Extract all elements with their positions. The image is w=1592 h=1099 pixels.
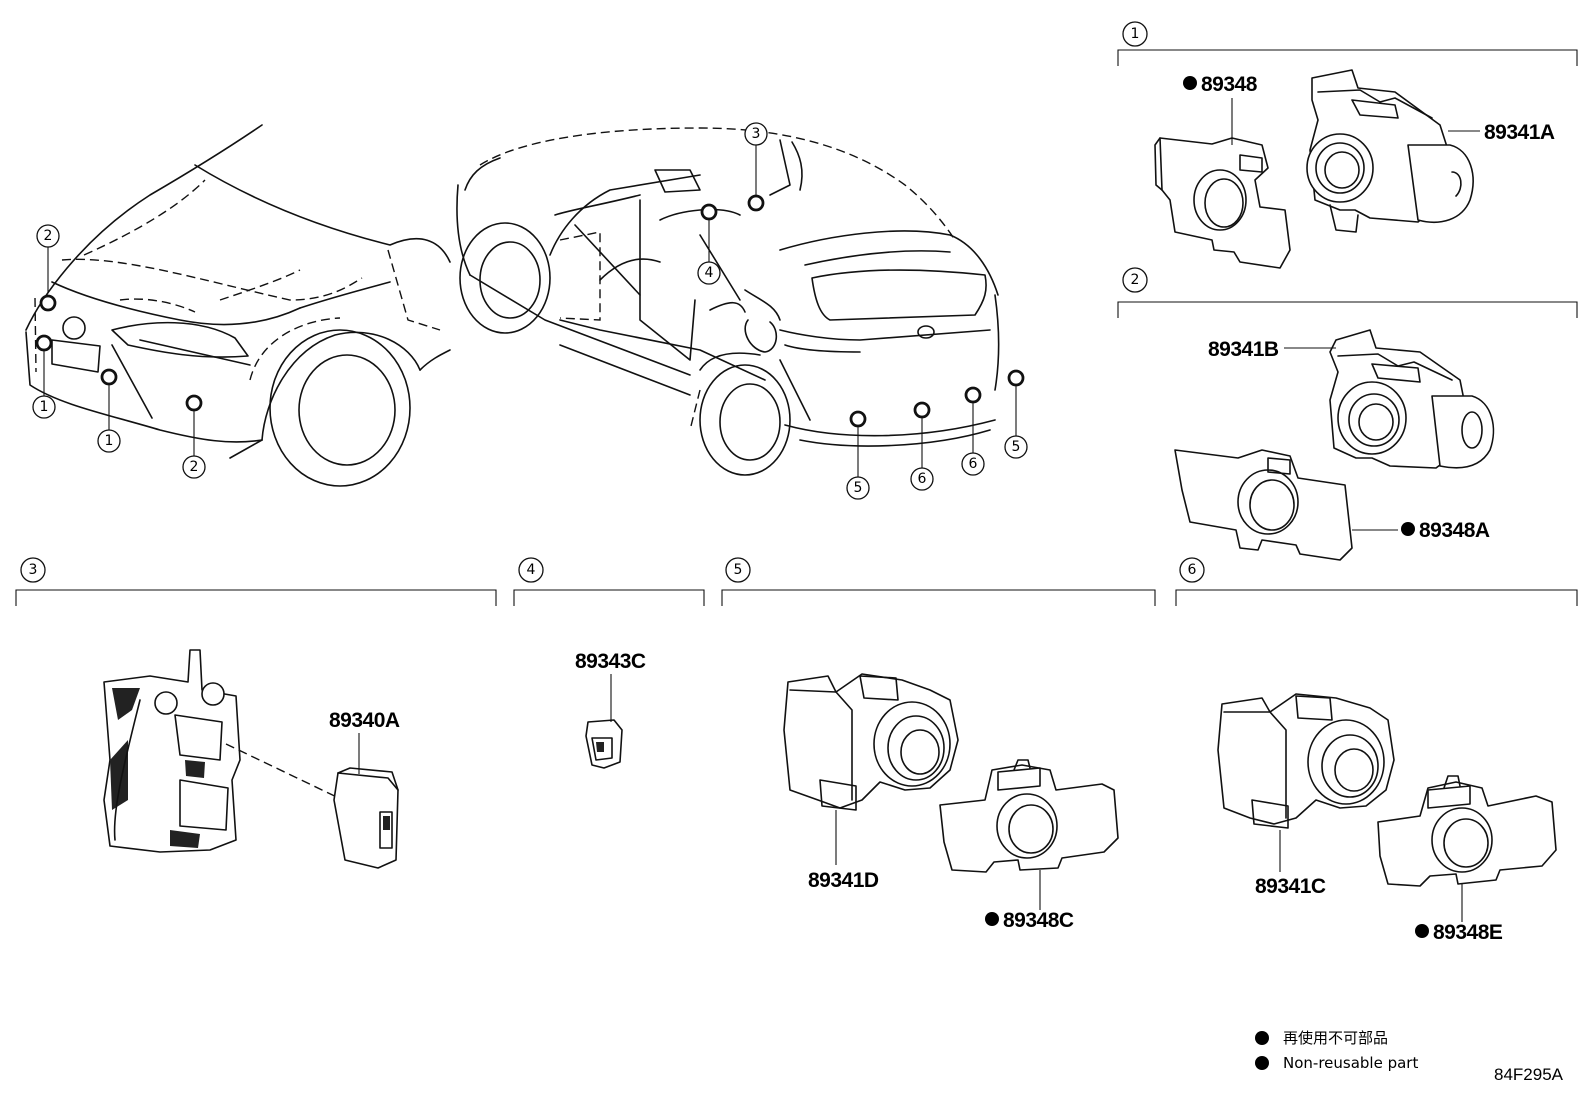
callout-number: 5 [1012,439,1021,455]
sensor-89341C-drawing [1217,693,1395,829]
part-number: 89343C [575,650,646,673]
legend-text-cn: 再使用不可部品 [1283,1029,1388,1047]
sensor-marker [39,294,57,312]
sensor-89341D-drawing [783,673,959,811]
front-sensor-callouts: 2 1 1 2 [32,224,206,479]
section-number: 4 [527,562,536,578]
sensor-89341B-drawing [1329,329,1495,469]
legend-dot [1255,1031,1269,1045]
bracket-89348-drawing [1154,137,1291,269]
part-number: 89341A [1484,121,1555,144]
callout-circle [36,224,60,248]
part-number: 89341B [1208,338,1279,361]
figure-code: 84F295A [1494,1065,1564,1084]
callout-circle [1004,435,1028,459]
part-number: 89341D [808,869,879,892]
sensor-marker [1007,369,1025,387]
section-1: 1 89348 89341A [1117,21,1578,269]
section-number: 2 [1131,272,1140,288]
callout-circle [697,261,721,285]
callout-number: 1 [40,399,49,415]
callout-circle [182,455,206,479]
sensor-marker [185,394,203,412]
section-2: 2 89341B 89348A [1117,267,1578,561]
callout-circle [910,467,934,491]
sensor-marker [747,194,765,212]
callout-circle [32,395,56,419]
part-number: 89348C [1003,909,1074,932]
section-number-badge [518,557,544,583]
callout-number: 6 [969,456,978,472]
callout-number: 5 [854,480,863,496]
callout-number: 3 [752,126,761,142]
callout-number: 6 [918,471,927,487]
sensor-marker [964,386,982,404]
non-reusable-dot [1183,76,1197,90]
callout-number: 1 [105,433,114,449]
part-number: 89348E [1433,921,1503,944]
sensor-marker [100,368,118,386]
part-number: 89340A [329,709,400,732]
callout-number: 4 [705,265,714,281]
rear-sensor-callouts: 3 4 5 6 6 5 [697,122,1028,500]
connector-89343C-drawing [585,719,623,769]
legend: 再使用不可部品 Non-reusable part 84F295A [1255,1029,1564,1084]
rear-vehicle-view [456,127,1000,476]
section-number-badge [1122,21,1148,47]
section-4: 4 89343C [513,557,705,769]
section-number-badge [1122,267,1148,293]
callout-circle [961,452,985,476]
section-number: 6 [1188,562,1197,578]
section-number-badge [20,557,46,583]
non-reusable-dot [985,912,999,926]
part-number: 89348 [1201,73,1258,96]
section-3: 3 89340A [15,557,497,869]
section-5: 5 89341D 89348C [721,557,1156,932]
legend-text-en: Non-reusable part [1283,1054,1418,1072]
ecu-89340A-drawing [333,767,399,869]
sensor-marker [913,401,931,419]
section-6: 6 89341C 89348E [1175,557,1578,944]
non-reusable-dot [1415,924,1429,938]
section-number-badge [725,557,751,583]
bracket-89348E-drawing [1377,775,1557,887]
mounting-bracket-drawing [103,649,241,853]
sensor-marker [849,410,867,428]
callout-circle [846,476,870,500]
part-number: 89348A [1419,519,1490,542]
section-number-badge [1179,557,1205,583]
section-number: 3 [29,562,38,578]
legend-dot [1255,1056,1269,1070]
non-reusable-dot [1401,522,1415,536]
callout-number: 2 [44,228,53,244]
callout-circle [97,429,121,453]
sensor-marker [35,334,53,352]
callout-number: 2 [190,459,199,475]
bracket-89348C-drawing [939,759,1119,873]
sensor-89341A-drawing [1306,69,1474,233]
sensor-marker [700,203,718,221]
section-number: 5 [734,562,743,578]
part-number: 89341C [1255,875,1326,898]
section-number: 1 [1131,26,1140,42]
bracket-89348A-drawing [1174,449,1353,561]
front-vehicle-view [25,124,451,487]
